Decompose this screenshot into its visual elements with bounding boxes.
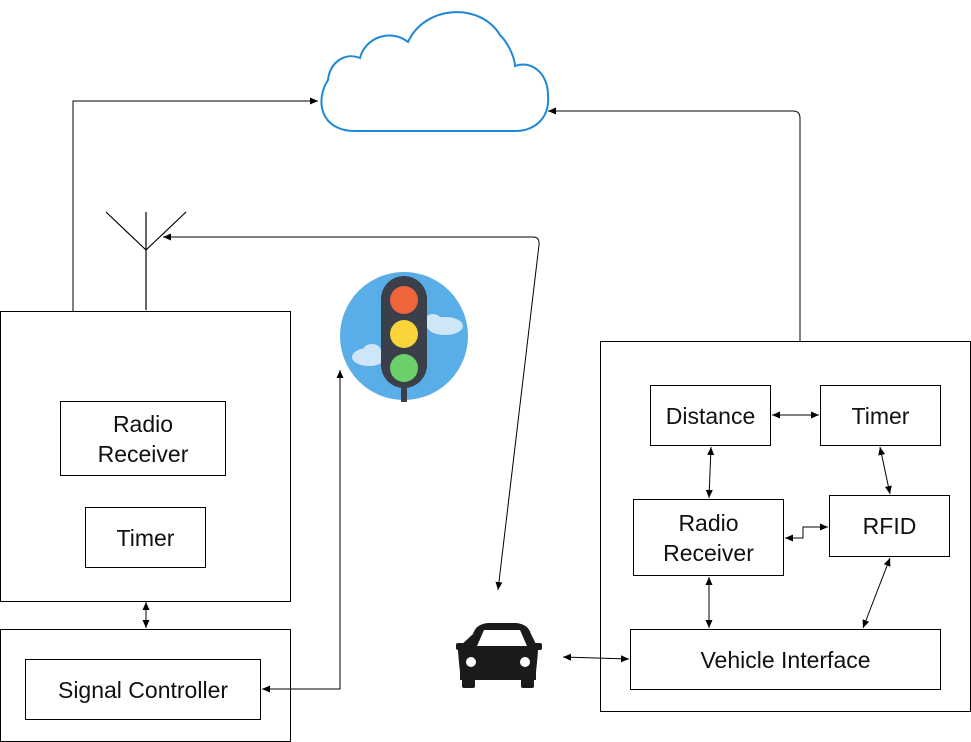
- distance-label: Distance: [665, 402, 756, 429]
- timer-label-left: Timer: [116, 524, 175, 551]
- rfid-box: [829, 495, 950, 557]
- distance-box: [650, 385, 771, 446]
- radio-receiver-label-right: Radio Receiver: [663, 509, 754, 566]
- radio-receiver-box-right: [633, 499, 784, 576]
- connector-rfid-vehicle-interface: [862, 557, 891, 629]
- connector-antenna-to-car: [163, 233, 540, 591]
- connector-signal-controller-to-light: [262, 370, 344, 693]
- vehicle-interface-label: Vehicle Interface: [700, 646, 871, 673]
- connector-radio-rfid: [785, 523, 828, 542]
- timer-box-right: [820, 385, 941, 446]
- connector-vehicle-to-cloud: [548, 107, 801, 341]
- signal-controller-box: [25, 659, 261, 720]
- connector-timer-rfid: [878, 446, 892, 495]
- car-icon: [456, 623, 542, 688]
- connector-car-to-vehicle-interface: [562, 653, 630, 663]
- signal-controller-label: Signal Controller: [57, 676, 229, 703]
- radio-receiver-label-left: Radio Receiver: [97, 410, 189, 467]
- timer-label-right: Timer: [851, 402, 910, 429]
- traffic-light-icon: [340, 272, 468, 402]
- connector-left-to-cloud: [72, 97, 318, 311]
- connector-distance-radio: [705, 446, 715, 499]
- vehicle-interface-box: [630, 629, 941, 690]
- rfid-label: RFID: [862, 513, 917, 539]
- antenna-icon: [105, 211, 187, 310]
- cloud-icon: [320, 11, 550, 132]
